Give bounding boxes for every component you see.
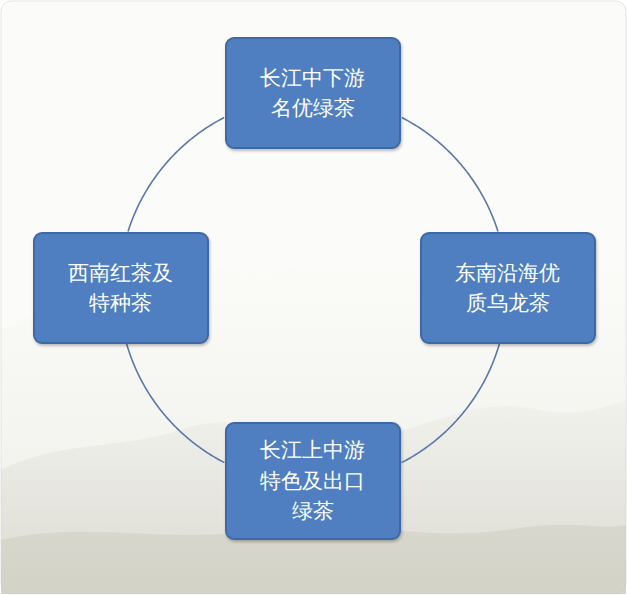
circle-arc	[127, 344, 225, 463]
category-box: 东南沿海优 质乌龙茶	[420, 232, 596, 344]
category-box: 长江中下游 名优绿茶	[225, 37, 401, 149]
category-label: 长江中下游 名优绿茶	[257, 63, 368, 124]
mountain-ridge	[1, 400, 626, 594]
circle-arc	[128, 118, 224, 232]
circle-arc	[402, 344, 500, 463]
category-label: 东南沿海优 质乌龙茶	[452, 258, 563, 319]
mountain-mist	[1, 242, 626, 594]
category-label: 长江上中游 特色及出口 绿茶	[257, 435, 368, 526]
category-label: 西南红茶及 特种茶	[65, 258, 176, 319]
category-box: 西南红茶及 特种茶	[33, 232, 209, 344]
category-box: 长江上中游 特色及出口 绿茶	[225, 422, 401, 539]
circle-arc	[402, 118, 498, 232]
